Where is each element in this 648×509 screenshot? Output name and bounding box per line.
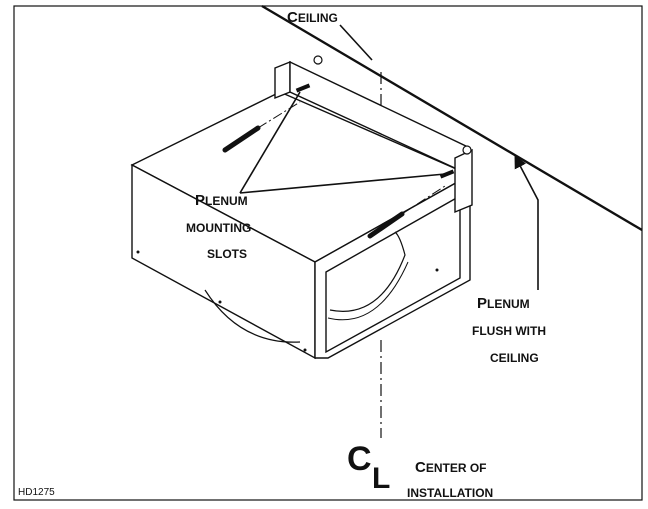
ceiling-label: CEILING xyxy=(287,9,338,26)
mounting-slot-right xyxy=(439,169,455,179)
screw-left xyxy=(222,101,301,153)
figure-frame xyxy=(13,5,643,501)
plenum-flush-label-line1: PLENUM xyxy=(477,295,530,312)
slots-leader-right xyxy=(239,173,446,194)
fan-shroud-inner xyxy=(329,231,406,312)
center-label-line1: CENTER OF xyxy=(415,459,487,476)
ceiling-leader xyxy=(339,24,373,61)
figure-id: HD1275 xyxy=(18,487,55,498)
ceiling-line xyxy=(261,4,643,232)
centerline-symbol-c: C xyxy=(347,440,372,478)
rivets xyxy=(136,250,439,352)
centerline-symbol-l: L xyxy=(372,462,390,495)
mounting-flange xyxy=(274,60,473,214)
center-label-line2: INSTALLATION xyxy=(407,486,493,500)
plenum-slots-label-line1: PLENUM xyxy=(195,192,248,209)
plenum-flush-label-line3: CEILING xyxy=(490,351,539,365)
ceiling-fastener-left xyxy=(313,55,323,65)
ceiling-fastener-right xyxy=(462,145,472,155)
plenum-opening xyxy=(325,194,461,354)
plenum-slots-label-line3: SLOTS xyxy=(207,247,247,261)
fan-shroud-bottom xyxy=(204,289,301,343)
flush-leader xyxy=(514,155,539,290)
screw-right xyxy=(367,185,446,239)
fan-shroud-rim xyxy=(327,261,409,321)
mounting-slot-left xyxy=(295,83,311,93)
plenum-box xyxy=(130,91,472,360)
plenum-flush-label-line2: FLUSH WITH xyxy=(472,324,546,338)
slots-leader-left xyxy=(239,91,301,194)
plenum-slots-label-line2: MOUNTING xyxy=(186,221,251,235)
